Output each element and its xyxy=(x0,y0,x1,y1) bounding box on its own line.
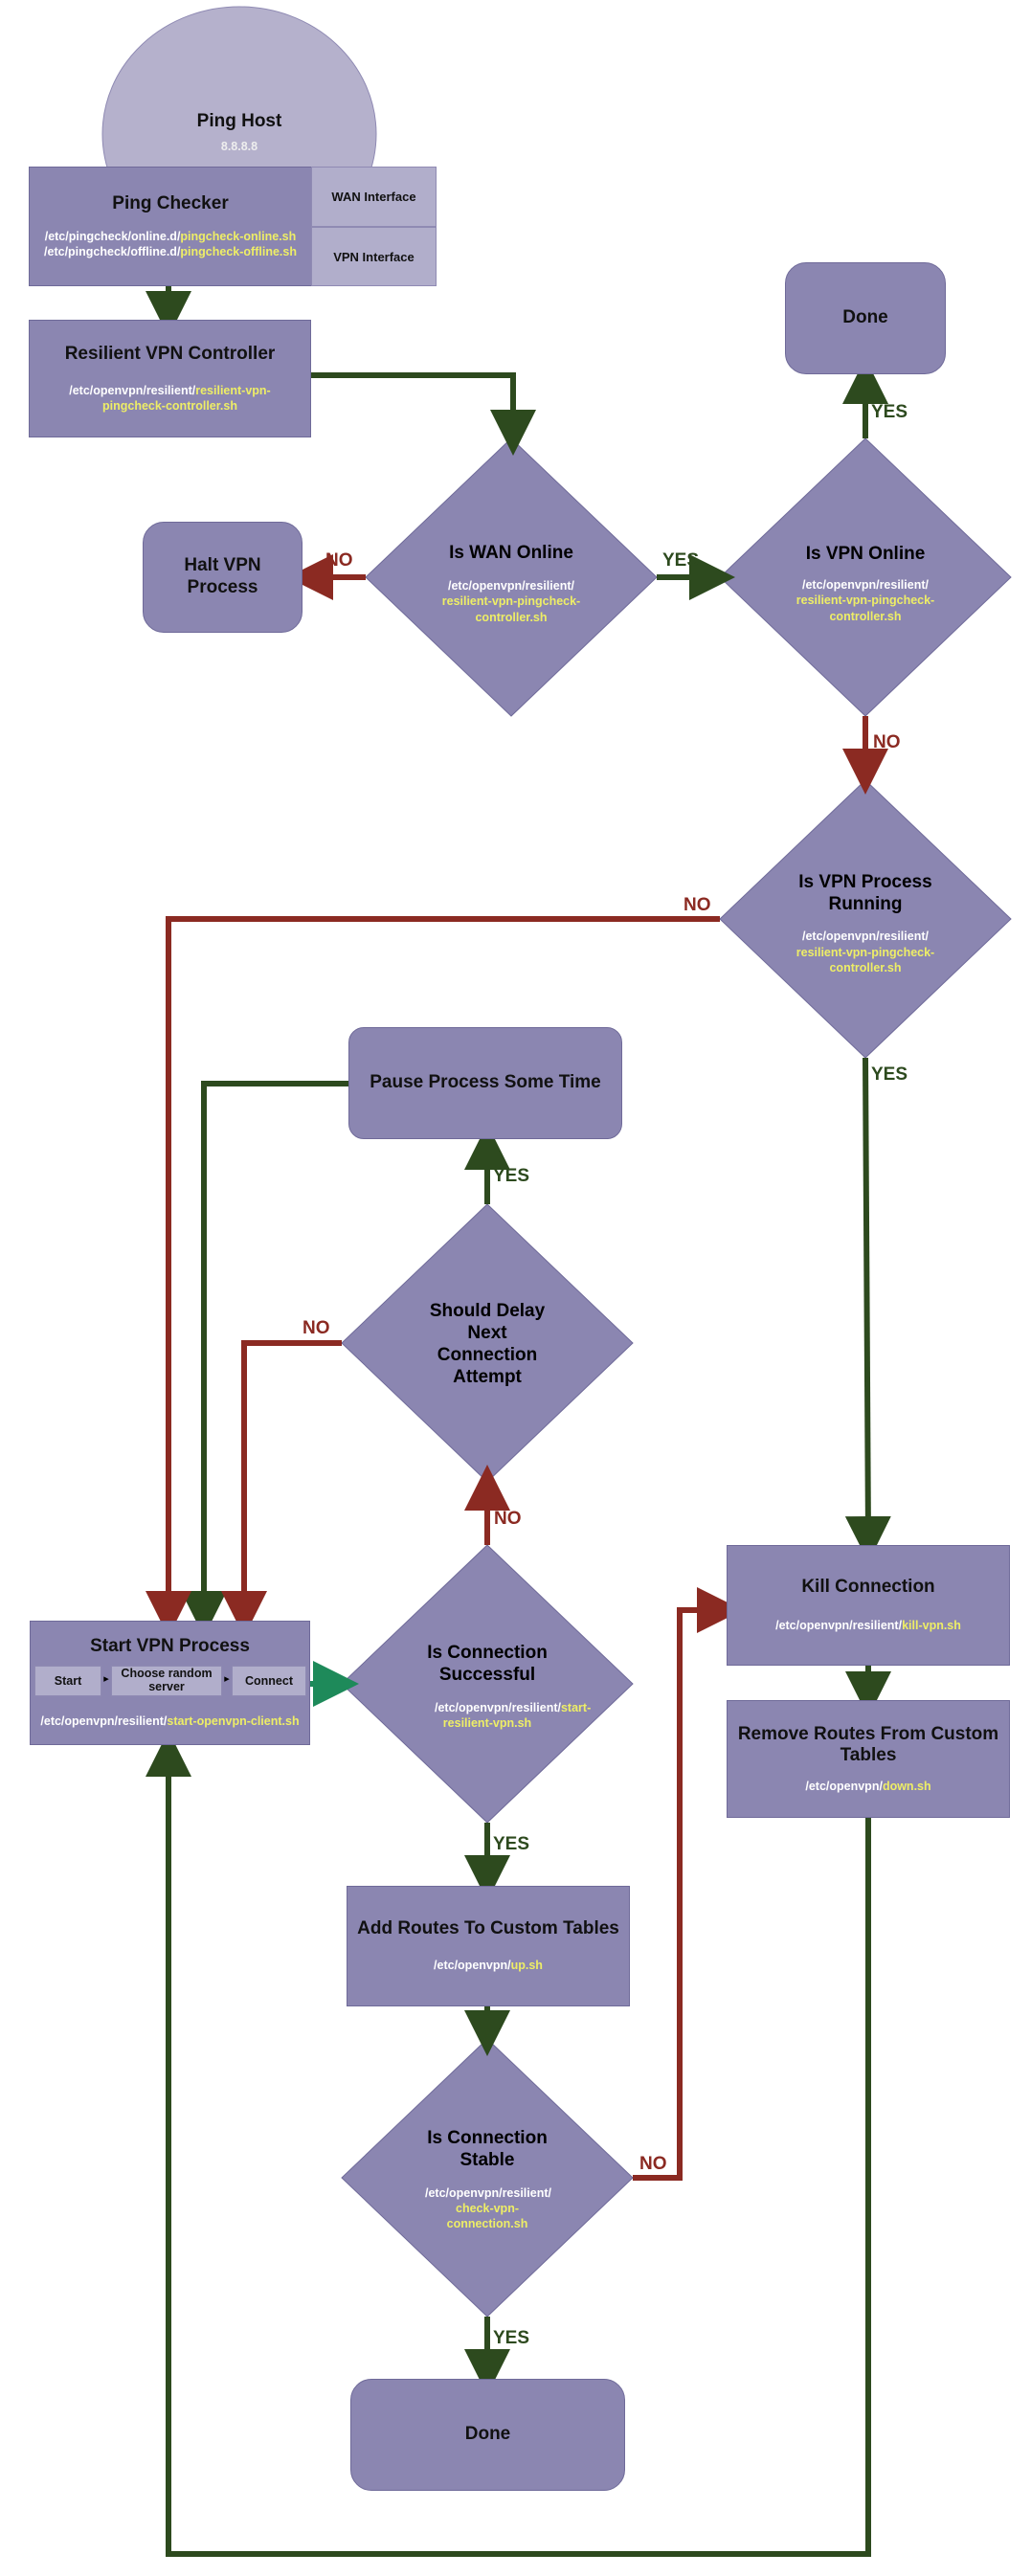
halt-title: Halt VPN Process xyxy=(184,555,261,597)
ping-checker: Ping Checker /etc/pingcheck/online.d/pin… xyxy=(29,167,312,286)
ping-checker-online-path: /etc/pingcheck/online.d/pingcheck-online… xyxy=(44,229,297,243)
arrow-delay-no xyxy=(221,1340,342,1637)
kill-connection: Kill Connection /etc/openvpn/resilient/k… xyxy=(727,1545,1010,1666)
label-success-no: NO xyxy=(494,1509,522,1529)
start-step-choose-server: Choose random server xyxy=(111,1666,222,1696)
add-routes-path: /etc/openvpn/up.sh xyxy=(434,1959,543,1973)
add-routes: Add Routes To Custom Tables /etc/openvpn… xyxy=(347,1886,630,2006)
label-vpn-online-no: NO xyxy=(873,732,901,752)
conn-success-path: /etc/openvpn/resilient/start-resilient-v… xyxy=(435,1701,592,1731)
vpn-running-title: Is VPN Process Running xyxy=(798,871,932,914)
done-bottom: Done xyxy=(350,2379,625,2491)
ping-host-title: Ping Host xyxy=(196,110,282,131)
label-wan-no: NO xyxy=(325,550,353,571)
should-delay-title: Should Delay Next Connection Attempt xyxy=(429,1301,546,1387)
ping-checker-title: Ping Checker xyxy=(112,192,229,213)
start-vpn-title: Start VPN Process xyxy=(90,1636,250,1656)
kill-path: /etc/openvpn/resilient/kill-vpn.sh xyxy=(775,1619,961,1633)
remove-routes-title: Remove Routes From Custom Tables xyxy=(737,1723,999,1766)
conn-stable-title: Is Connection Stable xyxy=(427,2128,548,2171)
label-success-yes: YES xyxy=(493,1834,530,1854)
arrow-controller-wan xyxy=(311,372,536,456)
ping-host-ip: 8.8.8.8 xyxy=(220,140,258,154)
label-stable-no: NO xyxy=(639,2154,667,2174)
vpn-running-path: /etc/openvpn/resilient/resilient-vpn-pin… xyxy=(796,930,935,974)
step-arrow-1: ▸ xyxy=(103,1673,109,1685)
ping-checker-offline-path: /etc/pingcheck/offline.d/pingcheck-offli… xyxy=(44,244,297,258)
label-vpn-running-no: NO xyxy=(684,895,711,915)
label-wan-yes: YES xyxy=(662,550,700,571)
arrow-vpn-running-yes xyxy=(844,1057,891,1562)
conn-success-title: Is Connection Successful xyxy=(427,1643,548,1686)
ping-host: Ping Host 8.8.8.8 xyxy=(144,103,335,161)
vpn-controller-title: Resilient VPN Controller xyxy=(64,343,276,364)
start-step-connect: Connect xyxy=(232,1666,306,1696)
vpn-controller: Resilient VPN Controller /etc/openvpn/re… xyxy=(29,320,311,437)
done-bottom-title: Done xyxy=(464,2424,511,2445)
start-step-start: Start xyxy=(34,1666,101,1696)
remove-routes-path: /etc/openvpn/down.sh xyxy=(805,1780,931,1794)
remove-routes: Remove Routes From Custom Tables /etc/op… xyxy=(727,1700,1010,1818)
kill-title: Kill Connection xyxy=(801,1577,935,1598)
label-delay-no: NO xyxy=(303,1318,330,1338)
start-vpn-path: /etc/openvpn/resilient/start-openvpn-cli… xyxy=(40,1714,300,1728)
conn-stable: Is Connection Stable /etc/openvpn/resili… xyxy=(406,2120,569,2240)
pause-process: Pause Process Some Time xyxy=(348,1027,622,1139)
label-delay-yes: YES xyxy=(493,1166,530,1186)
label-stable-yes: YES xyxy=(493,2328,530,2348)
conn-stable-path: /etc/openvpn/resilient/check-vpn-connect… xyxy=(425,2185,551,2231)
arrow-vpn-running-no xyxy=(146,916,720,1637)
should-delay: Should Delay Next Connection Attempt xyxy=(411,1292,564,1398)
wan-online: Is WAN Online /etc/openvpn/resilient/res… xyxy=(425,526,597,641)
vpn-interface: VPN Interface xyxy=(311,227,437,286)
wan-online-diamond xyxy=(365,437,658,717)
wan-interface: WAN Interface xyxy=(311,167,437,227)
done-top: Done xyxy=(785,262,946,374)
conn-success: Is Connection Successful /etc/openvpn/re… xyxy=(411,1627,592,1747)
vpn-online-path: /etc/openvpn/resilient/resilient-vpn-pin… xyxy=(796,578,935,623)
vpn-controller-path: /etc/openvpn/resilient/resilient-vpn-pin… xyxy=(69,383,271,413)
arrow-pause-start xyxy=(181,1081,348,1637)
wan-online-title: Is WAN Online xyxy=(449,543,573,564)
add-routes-title: Add Routes To Custom Tables xyxy=(357,1918,619,1939)
arrow-remove-start xyxy=(146,1731,871,2557)
step-arrow-2: ▸ xyxy=(224,1673,230,1685)
vpn-online: Is VPN Online /etc/openvpn/resilient/res… xyxy=(779,531,952,637)
pause-title: Pause Process Some Time xyxy=(370,1072,601,1093)
vpn-running: Is VPN Process Running /etc/openvpn/resi… xyxy=(779,862,952,986)
label-vpn-online-yes: YES xyxy=(871,402,908,422)
halt-vpn-process: Halt VPN Process xyxy=(143,522,303,633)
label-vpn-running-yes: YES xyxy=(871,1064,908,1085)
arrow-stable-no xyxy=(633,1587,743,2181)
wan-online-path: /etc/openvpn/resilient/resilient-vpn-pin… xyxy=(441,579,581,624)
vpn-online-title: Is VPN Online xyxy=(805,544,926,565)
done-top-title: Done xyxy=(842,307,888,328)
